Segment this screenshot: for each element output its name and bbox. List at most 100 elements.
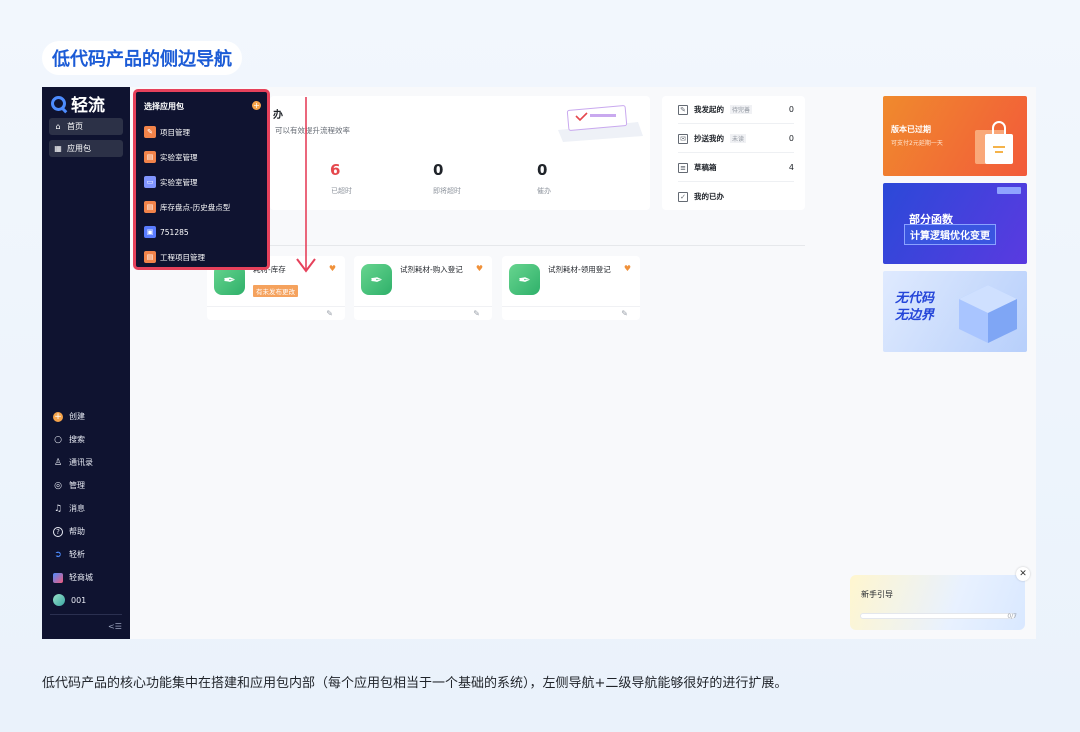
app-package-popup: 选择应用包 + ✎ 项目管理 ▤ 实验室管理 ▭ 实验室管理 ▤ 库存盘点-历史…: [133, 89, 270, 270]
popup-item[interactable]: ▭ 实验室管理: [144, 176, 198, 188]
popup-item-label: 实验室管理: [160, 152, 198, 162]
check-icon: ✓: [678, 191, 688, 202]
guide-title: 新手引导: [861, 590, 893, 599]
search-icon: ○: [54, 434, 62, 445]
sidebar-item-messages[interactable]: ♫ 消息: [53, 503, 85, 514]
divider: [50, 614, 122, 615]
popup-item[interactable]: ▤ 实验室管理: [144, 151, 198, 163]
close-icon[interactable]: ✕: [1016, 567, 1030, 581]
sidebar-item-home[interactable]: ⌂ 首页: [49, 118, 123, 135]
list-item-done[interactable]: ✓ 我的已办: [678, 191, 794, 202]
stat-overdue-value[interactable]: 6: [330, 161, 341, 179]
todo-subtitle: 可以有效提升流程效率: [275, 126, 350, 135]
sidebar-item-search[interactable]: ○ 搜索: [53, 434, 85, 445]
sidebar-item-label: 帮助: [69, 527, 85, 536]
list-count: 0: [788, 105, 794, 114]
stat-urge-value[interactable]: 0: [537, 161, 548, 179]
package-icon: ✎: [144, 126, 156, 138]
list-item-initiated[interactable]: ✎ 我发起的 待完善 0: [678, 104, 794, 115]
package-icon: ▣: [144, 226, 156, 238]
list-label: 我发起的: [694, 105, 724, 114]
divider: [678, 123, 794, 124]
popup-item-label: 工程项目管理: [160, 252, 205, 262]
todo-illustration-icon: [558, 105, 643, 142]
bell-icon: ♫: [53, 503, 63, 514]
edit-icon[interactable]: ✎: [326, 309, 333, 318]
shopping-bag-icon: [975, 121, 1013, 164]
window-controls-icon: [997, 187, 1021, 194]
todo-card: [270, 96, 650, 210]
package-icon: ▤: [144, 201, 156, 213]
app-name: 试剂耗材-购入登记: [400, 265, 463, 274]
brand-logo[interactable]: 轻流: [51, 91, 105, 116]
favorite-icon[interactable]: ♥: [475, 264, 483, 273]
help-icon: ?: [53, 526, 63, 537]
popup-item-label: 库存盘点-历史盘点型: [160, 202, 231, 212]
annotation-arrow-icon: [296, 97, 316, 273]
sidebar-item-analytics[interactable]: ➲ 轻析: [53, 549, 85, 560]
sidebar-item-apps[interactable]: ▦ 应用包: [49, 140, 123, 157]
sidebar-item-help[interactable]: ? 帮助: [53, 526, 85, 537]
user-name: 001: [71, 595, 87, 605]
sidebar-item-store[interactable]: 轻商城: [53, 572, 93, 583]
popup-item[interactable]: ✎ 项目管理: [144, 126, 190, 138]
stat-urge-label: 催办: [537, 187, 551, 195]
popup-item-label: 751285: [160, 227, 189, 237]
list-label: 抄送我的: [694, 134, 724, 143]
function-update-banner[interactable]: 部分函数 计算逻辑优化变更: [883, 183, 1027, 264]
app-card-footer: ✎: [502, 306, 640, 320]
collapse-sidebar-button[interactable]: <☰: [108, 622, 122, 631]
sidebar-item-label: 搜索: [69, 435, 85, 444]
sidebar-item-label: 通讯录: [69, 458, 93, 467]
status-badge: 待完善: [730, 105, 753, 114]
banner-title: 版本已过期: [891, 125, 931, 134]
edit-icon[interactable]: ✎: [473, 309, 480, 318]
sidebar-item-label: 消息: [69, 504, 85, 513]
edit-icon: ✎: [678, 104, 688, 115]
popup-item-label: 实验室管理: [160, 177, 198, 187]
mail-icon: ✉: [678, 133, 688, 144]
popup-item[interactable]: ▤ 工程项目管理: [144, 251, 205, 263]
list-count: 0: [788, 134, 794, 143]
list-item-cc[interactable]: ✉ 抄送我的 未读 0: [678, 133, 794, 144]
banner-title: 无代码: [895, 291, 935, 306]
list-item-drafts[interactable]: ≡ 草稿箱 4: [678, 162, 794, 173]
list-count: 4: [788, 163, 794, 172]
app-card-footer: ✎: [207, 306, 345, 320]
add-package-button[interactable]: +: [252, 101, 261, 110]
banner-subtitle: 无边界: [895, 308, 935, 323]
contacts-icon: ♙: [53, 457, 63, 468]
list-label: 我的已办: [694, 192, 724, 201]
favorite-icon[interactable]: ♥: [623, 264, 631, 273]
package-icon: ▤: [144, 251, 156, 263]
stat-due-soon-value[interactable]: 0: [433, 161, 444, 179]
sidebar-item-contacts[interactable]: ♙ 通讯录: [53, 457, 93, 468]
version-expired-banner[interactable]: 版本已过期 可支付2元延期一天: [883, 96, 1027, 176]
settings-icon: ◎: [54, 480, 62, 491]
sidebar-item-profile[interactable]: 001: [53, 594, 86, 606]
app-name: 耗材-库存: [253, 265, 286, 274]
sidebar-item-label: 轻商城: [69, 573, 93, 582]
nocode-banner[interactable]: 无代码 无边界: [883, 271, 1027, 352]
edit-icon[interactable]: ✎: [621, 309, 628, 318]
banner-subtitle: 可支付2元延期一天: [891, 140, 943, 147]
favorite-icon[interactable]: ♥: [328, 264, 336, 273]
divider: [678, 152, 794, 153]
popup-item-label: 项目管理: [160, 127, 190, 137]
sidebar-item-manage[interactable]: ◎ 管理: [53, 480, 85, 491]
logo-q-icon: [51, 96, 66, 111]
package-icon: ▤: [144, 151, 156, 163]
guide-progress-count: 0/7: [1007, 613, 1017, 620]
sidebar-item-create[interactable]: + 创建: [53, 411, 85, 422]
status-badge: 未读: [730, 134, 747, 143]
popup-item[interactable]: ▤ 库存盘点-历史盘点型: [144, 201, 230, 213]
apps-icon: ▦: [54, 143, 62, 153]
divider: [207, 245, 805, 246]
app-card[interactable]: ✒ 试剂耗材-领用登记 ♥ ✎: [502, 256, 640, 320]
page-title: 低代码产品的侧边导航: [42, 41, 242, 75]
popup-item[interactable]: ▣ 751285: [144, 226, 189, 238]
onboarding-guide[interactable]: 新手引导 0/7: [850, 575, 1025, 630]
analytics-icon: ➲: [54, 549, 62, 560]
app-card[interactable]: ✒ 试剂耗材-购入登记 ♥ ✎: [354, 256, 492, 320]
avatar: [53, 594, 65, 606]
